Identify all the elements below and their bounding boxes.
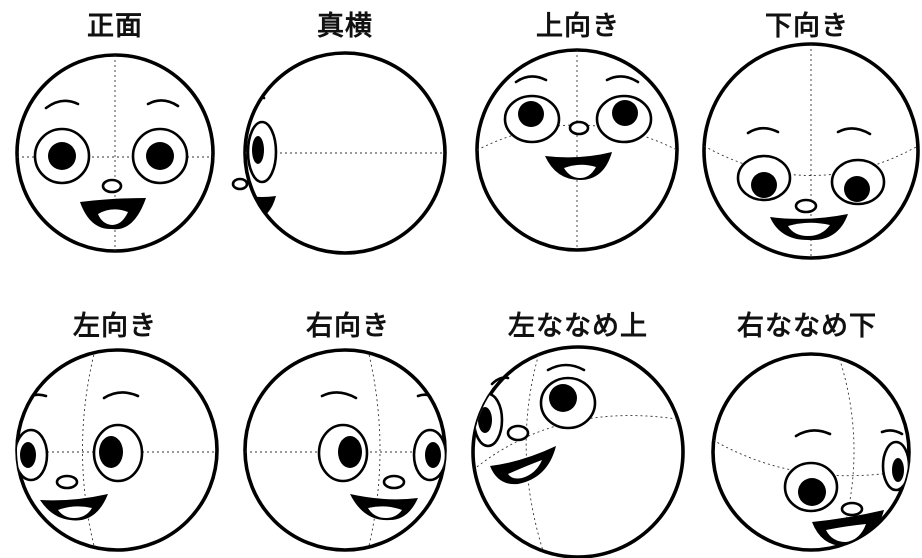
far-eyebrow — [880, 429, 904, 436]
nose — [55, 474, 79, 490]
right-eyebrow — [836, 127, 872, 136]
head-outline — [711, 352, 911, 552]
right-eyebrow — [146, 99, 180, 108]
near-eyebrow — [320, 391, 358, 400]
nose — [794, 198, 818, 214]
right-pupil — [612, 100, 638, 126]
tongue — [826, 524, 866, 542]
near-eyebrow — [794, 429, 832, 438]
left-eyebrow — [514, 75, 548, 84]
nose — [568, 120, 590, 136]
near-pupil — [798, 478, 826, 506]
near-pupil — [99, 436, 123, 468]
head-outline — [471, 345, 685, 558]
far-pupil — [425, 442, 441, 468]
tongue — [788, 222, 830, 236]
face-left-up — [471, 345, 685, 558]
side-pupil — [252, 136, 264, 164]
left-pupil — [48, 142, 76, 170]
far-pupil — [20, 442, 36, 468]
label-front: 正面 — [87, 11, 143, 42]
near-pupil — [549, 384, 577, 412]
near-eyebrow — [102, 391, 140, 400]
right-pupil — [146, 142, 174, 170]
face-right — [243, 348, 447, 552]
face-side — [231, 51, 447, 255]
label-side: 真横 — [317, 11, 373, 42]
label-up: 上向き — [536, 11, 620, 42]
tongue — [564, 164, 596, 178]
tongue — [508, 460, 542, 479]
near-pupil — [338, 436, 362, 468]
face-up — [475, 48, 679, 252]
label-left-up: 左ななめ上 — [508, 311, 648, 342]
tongue — [58, 506, 92, 518]
mouth — [490, 446, 556, 485]
face-front — [15, 53, 215, 253]
left-pupil — [751, 172, 777, 198]
nose — [382, 474, 406, 490]
nose — [840, 501, 864, 517]
nose — [101, 178, 123, 194]
label-right-down: 右ななめ下 — [737, 311, 877, 342]
tongue — [98, 209, 128, 225]
face-right-down — [711, 352, 911, 552]
left-eyebrow — [44, 99, 80, 110]
right-eyebrow — [605, 75, 640, 84]
label-left: 左向き — [73, 311, 157, 342]
tongue — [368, 506, 402, 518]
side-nose — [231, 177, 249, 191]
right-pupil — [844, 176, 870, 202]
near-eyebrow — [546, 363, 586, 372]
left-pupil — [518, 101, 544, 127]
label-down: 下向き — [765, 11, 849, 42]
left-eyebrow — [746, 126, 780, 135]
far-eyebrow — [490, 376, 510, 386]
face-down — [702, 42, 920, 260]
face-left — [15, 348, 219, 552]
far-pupil — [892, 458, 904, 482]
nose — [506, 424, 530, 442]
far-pupil — [478, 407, 492, 433]
label-right: 右向き — [306, 311, 390, 342]
